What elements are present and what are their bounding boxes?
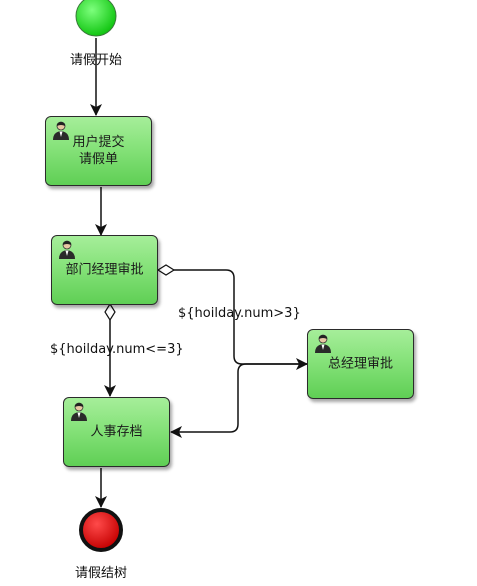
task-hr-archive[interactable]: 人事存档 [63, 397, 170, 467]
flow-dept-to-gm[interactable] [174, 269, 308, 370]
task-submit-leave[interactable]: 用户提交请假单 [45, 116, 152, 186]
user-icon [71, 402, 87, 421]
start-event[interactable] [75, 0, 117, 37]
flow-gm-to-hr[interactable] [170, 363, 307, 438]
task-dept-manager-approve[interactable]: 部门经理审批 [51, 235, 158, 305]
start-event-label: 请假开始 [69, 53, 122, 68]
task-submit-leave-label: 用户提交请假单 [72, 135, 125, 167]
task-general-manager-approve-label: 总经理审批 [327, 356, 393, 372]
user-icon [53, 121, 69, 140]
task-hr-archive-label: 人事存档 [90, 424, 143, 440]
task-dept-manager-approve-label: 部门经理审批 [65, 262, 144, 278]
end-event[interactable] [79, 508, 123, 552]
user-icon [315, 334, 331, 353]
task-general-manager-approve[interactable]: 总经理审批 [307, 329, 414, 399]
user-icon [59, 240, 75, 259]
condition-label-gt3: ${hoilday.num>3} [178, 306, 301, 321]
flow-dept-to-gm-condition-marker [156, 264, 176, 276]
condition-label-le3: ${hoilday.num<=3} [50, 342, 184, 357]
end-event-label: 请假结树 [74, 566, 127, 581]
flow-dept-to-hr-condition-marker [104, 302, 116, 322]
